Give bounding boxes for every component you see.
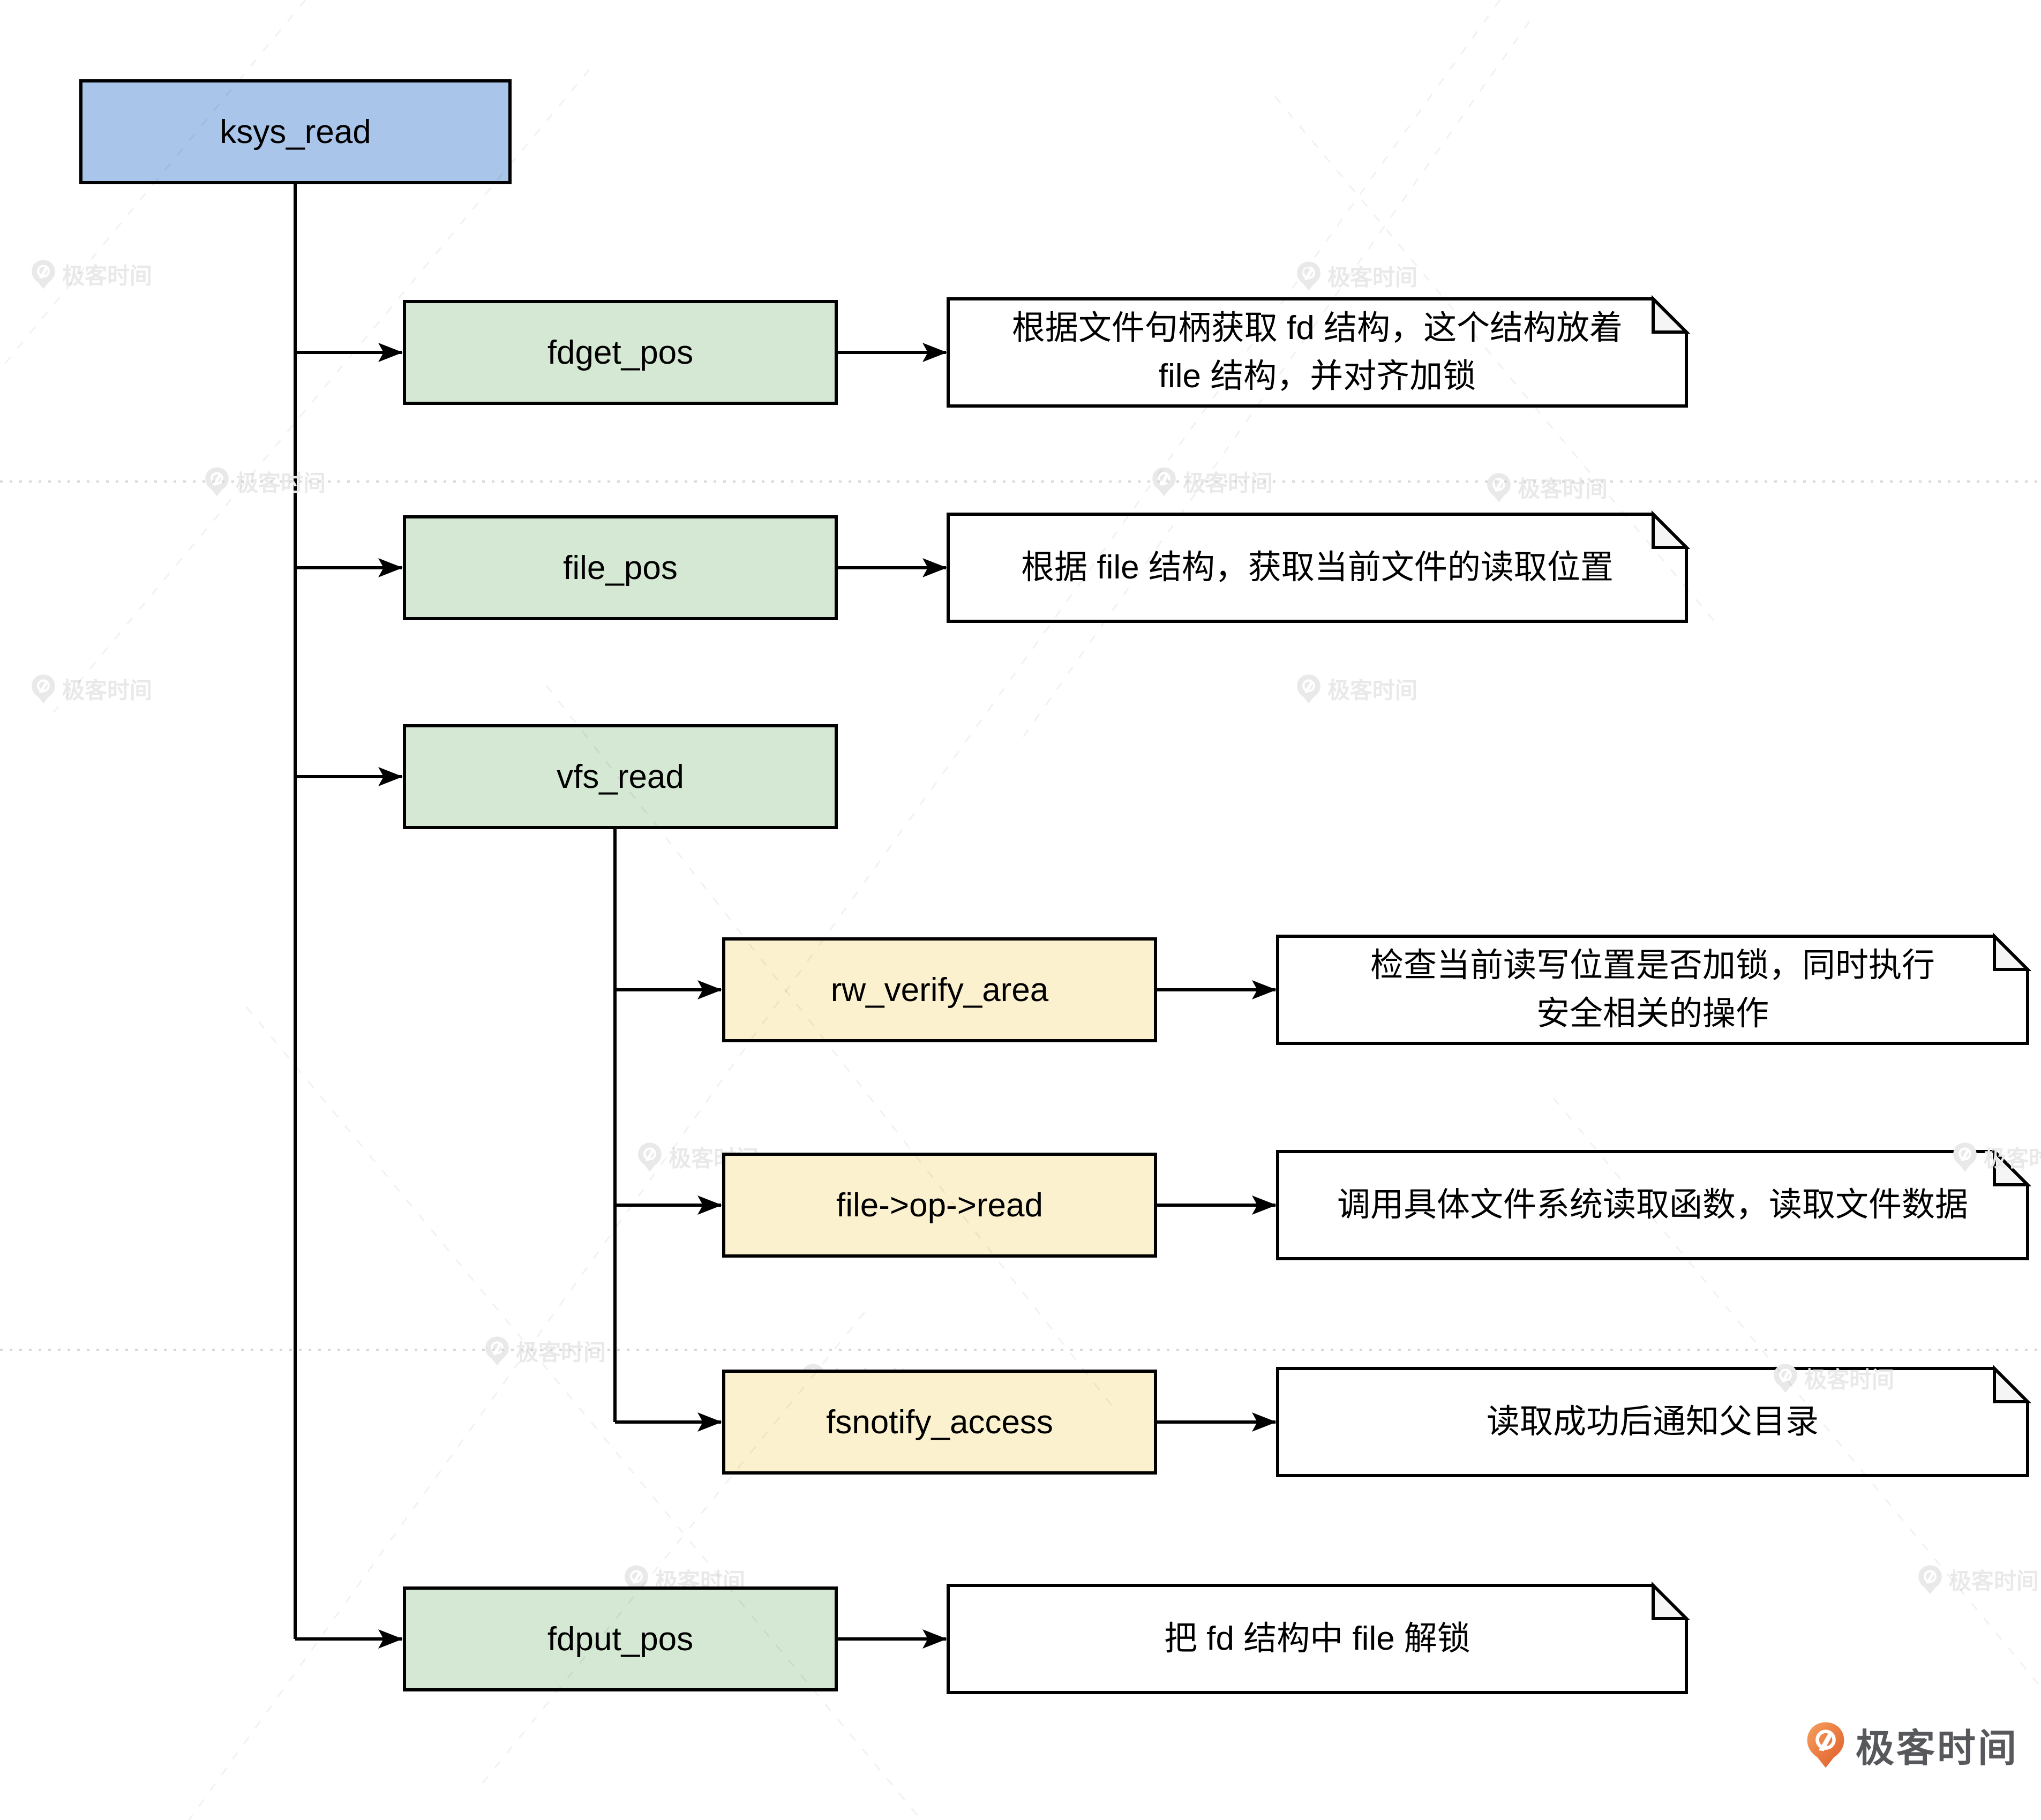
watermark: 极客时间 [1918, 1563, 2039, 1596]
geektime-pin-icon [1296, 261, 1321, 291]
node-fdput-pos: fdput_pos [403, 1586, 838, 1691]
watermark: 极客时间 [1487, 471, 1608, 504]
geektime-pin-icon [31, 259, 56, 289]
geektime-pin-icon [1918, 1565, 1942, 1595]
geektime-logo: 极客时间 [1806, 1717, 2019, 1773]
watermark-text: 极客时间 [1518, 476, 1608, 502]
watermark-text: 极客时间 [62, 263, 153, 289]
geektime-pin-icon [485, 1336, 509, 1366]
node-ksys-read: ksys_read [79, 79, 512, 184]
note-fdput-pos: 把 fd 结构中 file 解锁 [1164, 1620, 1470, 1658]
watermark: 极客时间 [205, 465, 326, 498]
geektime-pin-icon [1296, 674, 1321, 704]
geektime-logo-icon [1807, 1721, 1844, 1768]
watermark: 极客时间 [1296, 260, 1417, 292]
note-fsnotify-access: 读取成功后通知父目录 [1486, 1403, 1819, 1441]
geektime-pin-icon [205, 467, 229, 497]
note-fdget-pos: 根据文件句柄获取 fd 结构，这个结构放着 file 结构，并对齐加锁 [1011, 310, 1623, 395]
geektime-pin-icon [637, 1142, 662, 1172]
watermark-text: 极客时间 [236, 470, 326, 496]
watermark-text: 极客时间 [516, 1340, 606, 1365]
watermark-text: 极客时间 [1183, 470, 1273, 496]
watermark: 极客时间 [1152, 465, 1273, 498]
node-vfs-read: vfs_read [403, 724, 838, 829]
watermark: 极客时间 [31, 673, 152, 705]
geektime-pin-icon [31, 674, 56, 704]
geektime-pin-icon [1152, 467, 1176, 497]
note-file-pos: 根据 file 结构，获取当前文件的读取位置 [1021, 549, 1614, 586]
node-file-op-read: file->op->read [722, 1153, 1157, 1258]
node-fsnotify-access: fsnotify_access [722, 1370, 1157, 1475]
node-file-pos: file_pos [403, 515, 838, 620]
watermark-text: 极客时间 [1327, 265, 1418, 290]
watermark-text: 极客时间 [62, 678, 153, 703]
watermark: 极客时间 [1296, 673, 1417, 705]
note-rw-verify-area: 检查当前读写位置是否加锁，同时执行安全相关的操作 [1370, 947, 1935, 1032]
node-fdget-pos: fdget_pos [403, 300, 838, 405]
node-rw-verify-area: rw_verify_area [722, 937, 1157, 1042]
note-file-op-read: 调用具体文件系统读取函数，读取文件数据 [1337, 1186, 1968, 1224]
watermark-text: 极客时间 [1327, 678, 1418, 703]
geektime-pin-icon [1487, 472, 1511, 502]
watermark-text: 极客时间 [1949, 1568, 2039, 1594]
watermark: 极客时间 [31, 258, 152, 291]
watermark: 极客时间 [485, 1335, 606, 1367]
geektime-logo-text: 极客时间 [1856, 1727, 2019, 1770]
